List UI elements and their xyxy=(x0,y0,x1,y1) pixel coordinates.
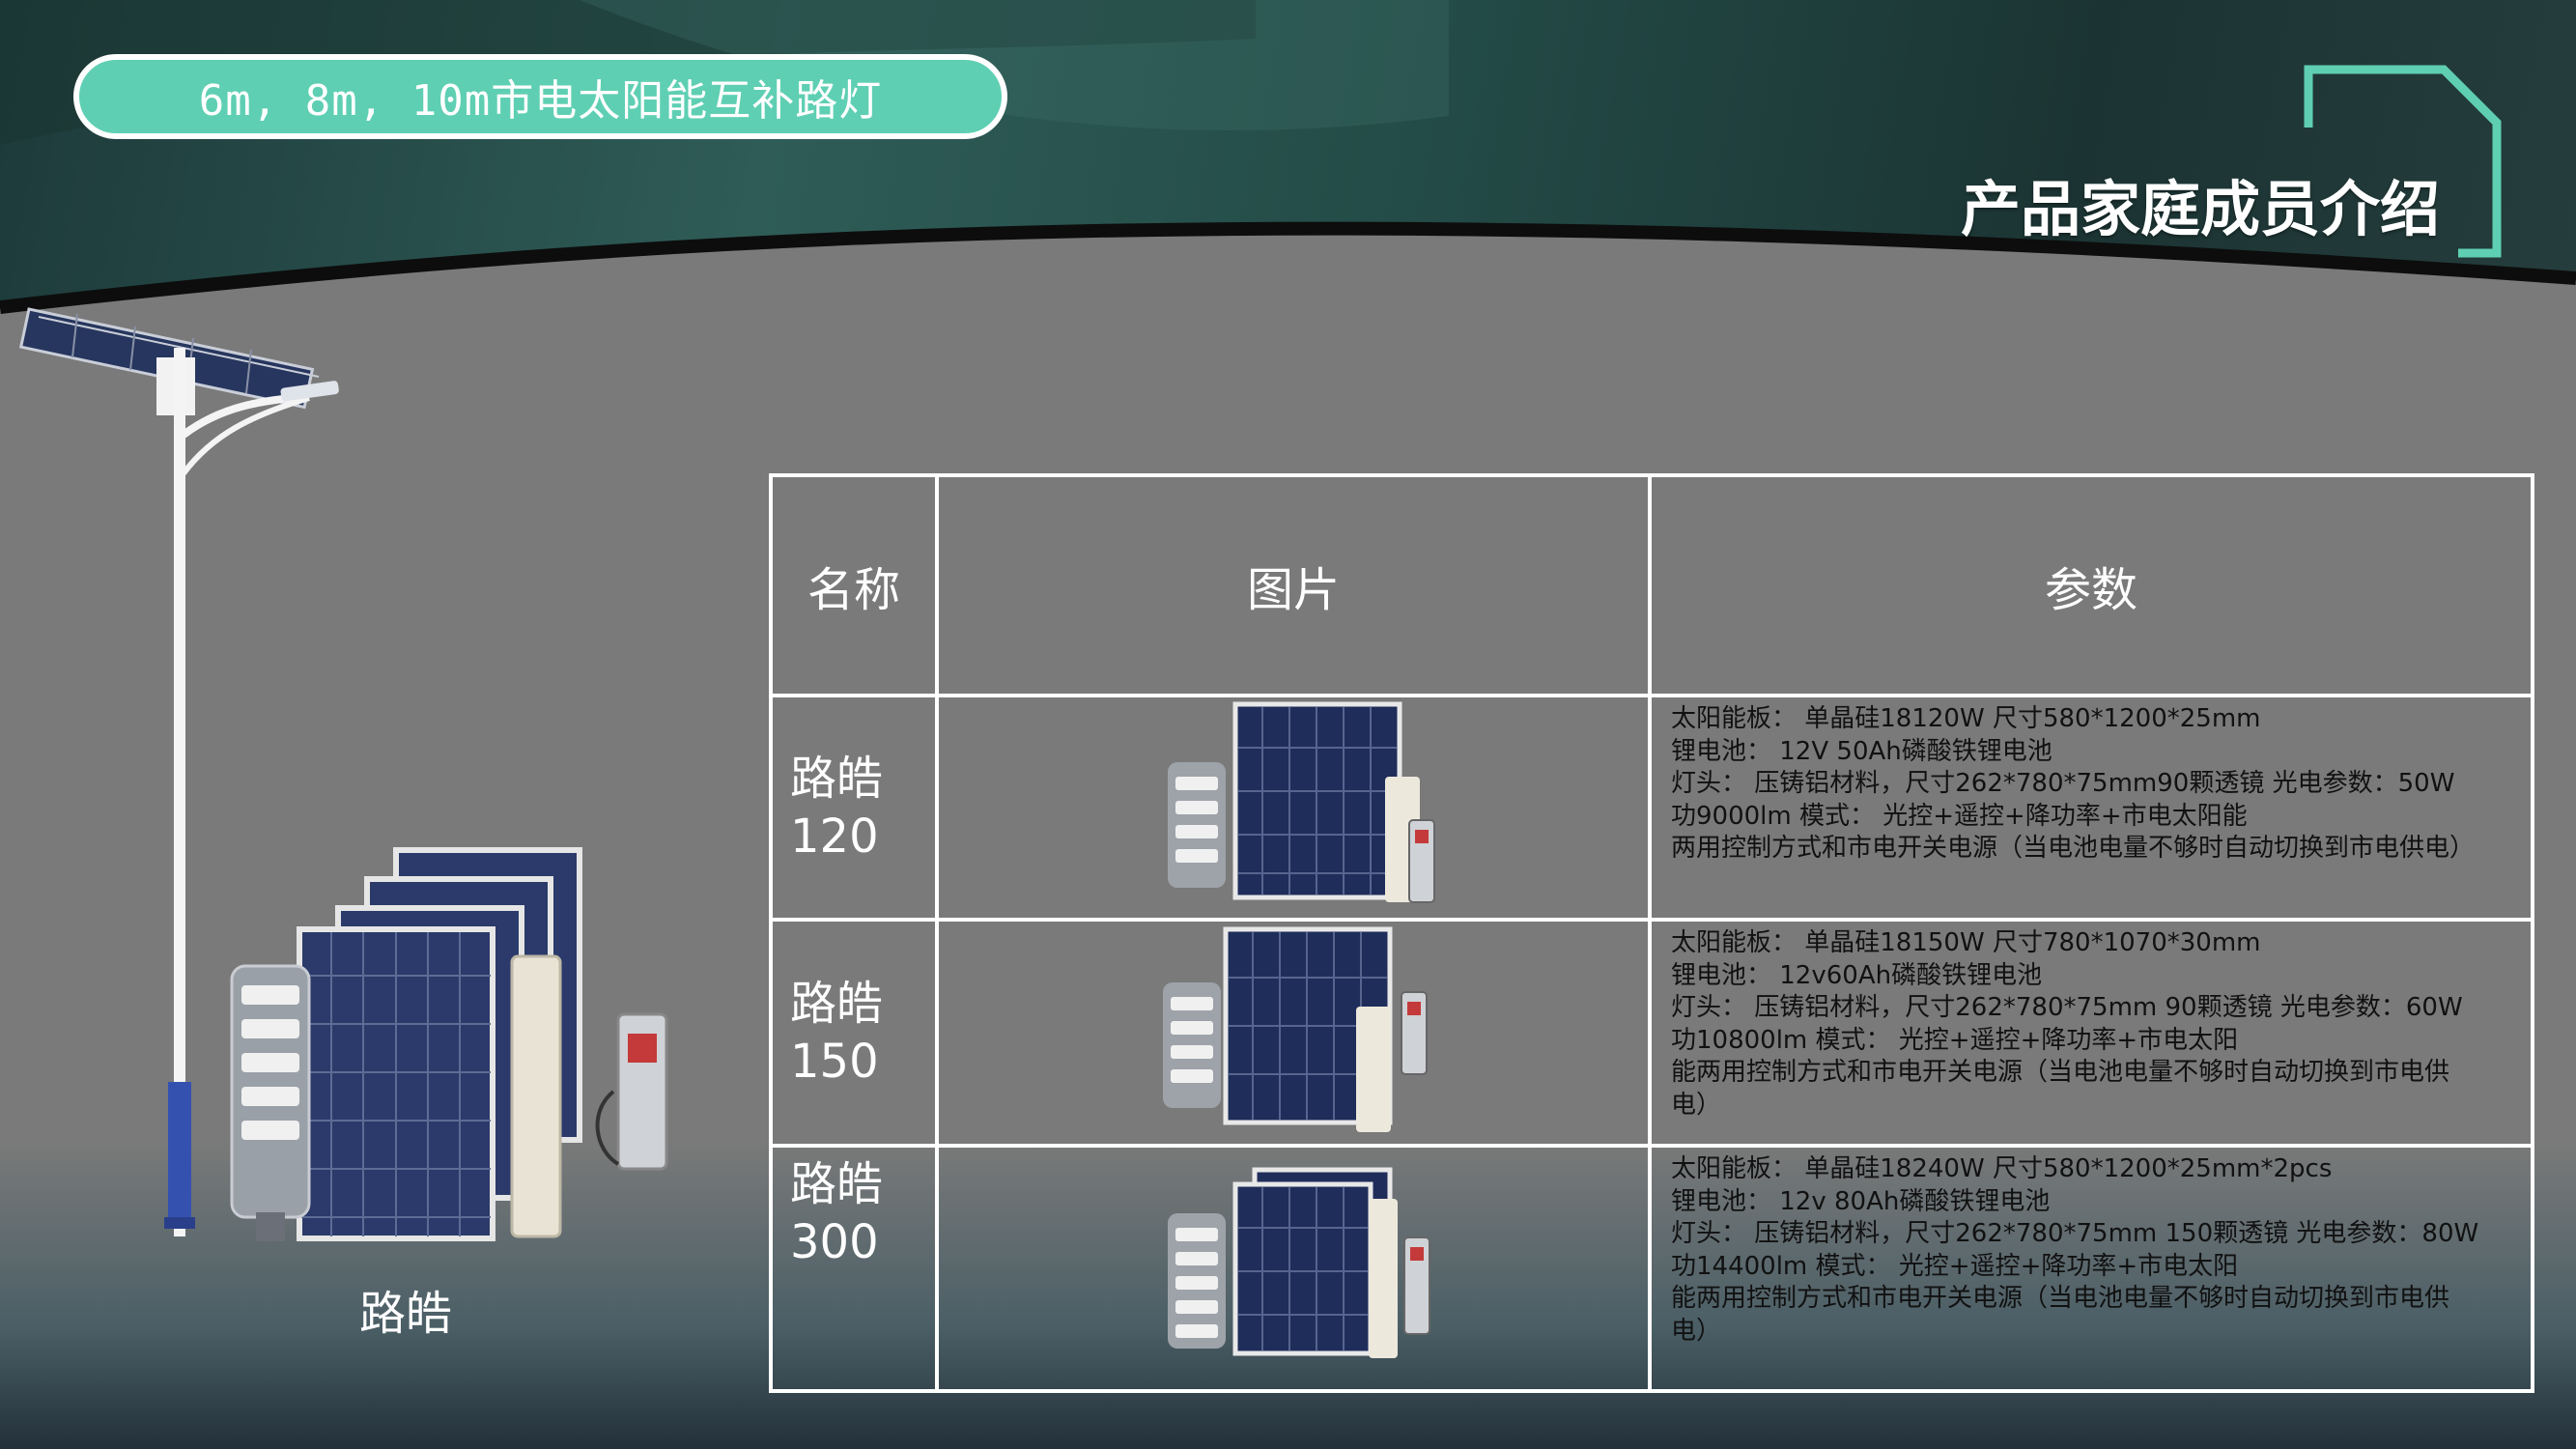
product-name-cell: 路皓 150 xyxy=(769,918,939,1148)
product-model: 120 xyxy=(790,810,879,864)
table-row: 路皓 120 太阳能板： 单晶硅18120W 尺寸580*1200*25mm 锂… xyxy=(769,694,2534,922)
product-name: 路皓 xyxy=(790,977,884,1031)
param-line: 锂电池： 12v60Ah磷酸铁锂电池 xyxy=(1671,960,2043,990)
street-light-pole-image xyxy=(19,307,339,1236)
header-image: 图片 xyxy=(935,473,1652,697)
param-line: 锂电池： 12v 80Ah磷酸铁锂电池 xyxy=(1671,1186,2051,1216)
param-line: 能两用控制方式和市电开关电源（当电池电量不够时自动切换到市电供 xyxy=(1671,1284,2450,1313)
param-line: 锂电池： 12V 50Ah磷酸铁锂电池 xyxy=(1671,736,2052,766)
product-spec-table: 名称 图片 参数 路皓 120 太阳能板： 单晶硅18120W 尺寸580*12… xyxy=(769,473,2534,1393)
param-line: 灯头： 压铸铝材料，尺寸262*780*75mm90颗透镜 光电参数：50W xyxy=(1671,769,2455,798)
param-line: 能两用控制方式和市电开关电源（当电池电量不够时自动切换到市电供 xyxy=(1671,1058,2450,1087)
product-name-cell: 路皓 300 xyxy=(769,1144,939,1393)
product-name: 路皓 xyxy=(790,1157,884,1211)
family-label: 路皓 xyxy=(358,1287,452,1341)
header-sweep xyxy=(0,0,2576,328)
param-line: 灯头： 压铸铝材料，尺寸262*780*75mm 90颗透镜 光电参数：60W xyxy=(1671,993,2463,1022)
param-line: 灯头： 压铸铝材料，尺寸262*780*75mm 150颗透镜 光电参数：80W xyxy=(1671,1219,2479,1248)
product-photo xyxy=(1168,1167,1430,1358)
param-line: 太阳能板： 单晶硅18120W 尺寸580*1200*25mm xyxy=(1671,704,2261,733)
product-photo xyxy=(1168,701,1435,903)
param-line: 电） xyxy=(1671,1316,1722,1346)
product-kit-image xyxy=(230,847,668,1241)
product-model: 150 xyxy=(790,1035,879,1089)
param-line: 两用控制方式和市电开关电源（当电池电量不够时自动切换到市电供电） xyxy=(1671,834,2476,863)
product-image-cell xyxy=(935,694,1652,922)
param-line: 太阳能板： 单晶硅18150W 尺寸780*1070*30mm xyxy=(1671,928,2261,957)
param-line: 功10800lm 模式： 光控+遥控+降功率+市电太阳 xyxy=(1671,1025,2239,1055)
corner-bracket-decoration xyxy=(2304,65,2502,258)
table-row: 路皓 300 太阳能板： 单晶硅18240W 尺寸580*1200*25mm*2… xyxy=(769,1144,2534,1393)
header-params: 参数 xyxy=(1648,473,2534,697)
param-line: 功9000lm 模式： 光控+遥控+降功率+市电太阳能 xyxy=(1671,801,2248,831)
table-row: 路皓 150 太阳能板： 单晶硅18150W 尺寸780*1070*30mm 锂… xyxy=(769,918,2534,1148)
product-params-cell: 太阳能板： 单晶硅18150W 尺寸780*1070*30mm 锂电池： 12v… xyxy=(1648,918,2534,1148)
product-name-cell: 路皓 120 xyxy=(769,694,939,922)
product-params-cell: 太阳能板： 单晶硅18120W 尺寸580*1200*25mm 锂电池： 12V… xyxy=(1648,694,2534,922)
product-image-cell xyxy=(935,1144,1652,1393)
product-photo xyxy=(1163,926,1428,1132)
param-line: 太阳能板： 单晶硅18240W 尺寸580*1200*25mm*2pcs xyxy=(1671,1154,2333,1183)
section-title: 产品家庭成员介绍 xyxy=(1961,174,2441,244)
product-name: 路皓 xyxy=(790,752,884,806)
product-image-cell xyxy=(935,918,1652,1148)
product-params-cell: 太阳能板： 单晶硅18240W 尺寸580*1200*25mm*2pcs 锂电池… xyxy=(1648,1144,2534,1393)
header-name: 名称 xyxy=(769,473,939,697)
product-model: 300 xyxy=(790,1215,879,1269)
param-line: 电） xyxy=(1671,1090,1722,1120)
table-header-row: 名称 图片 参数 xyxy=(769,473,2534,697)
title-pill: 6m, 8m, 10m市电太阳能互补路灯 xyxy=(73,54,1007,139)
param-line: 功14400lm 模式： 光控+遥控+降功率+市电太阳 xyxy=(1671,1251,2239,1281)
